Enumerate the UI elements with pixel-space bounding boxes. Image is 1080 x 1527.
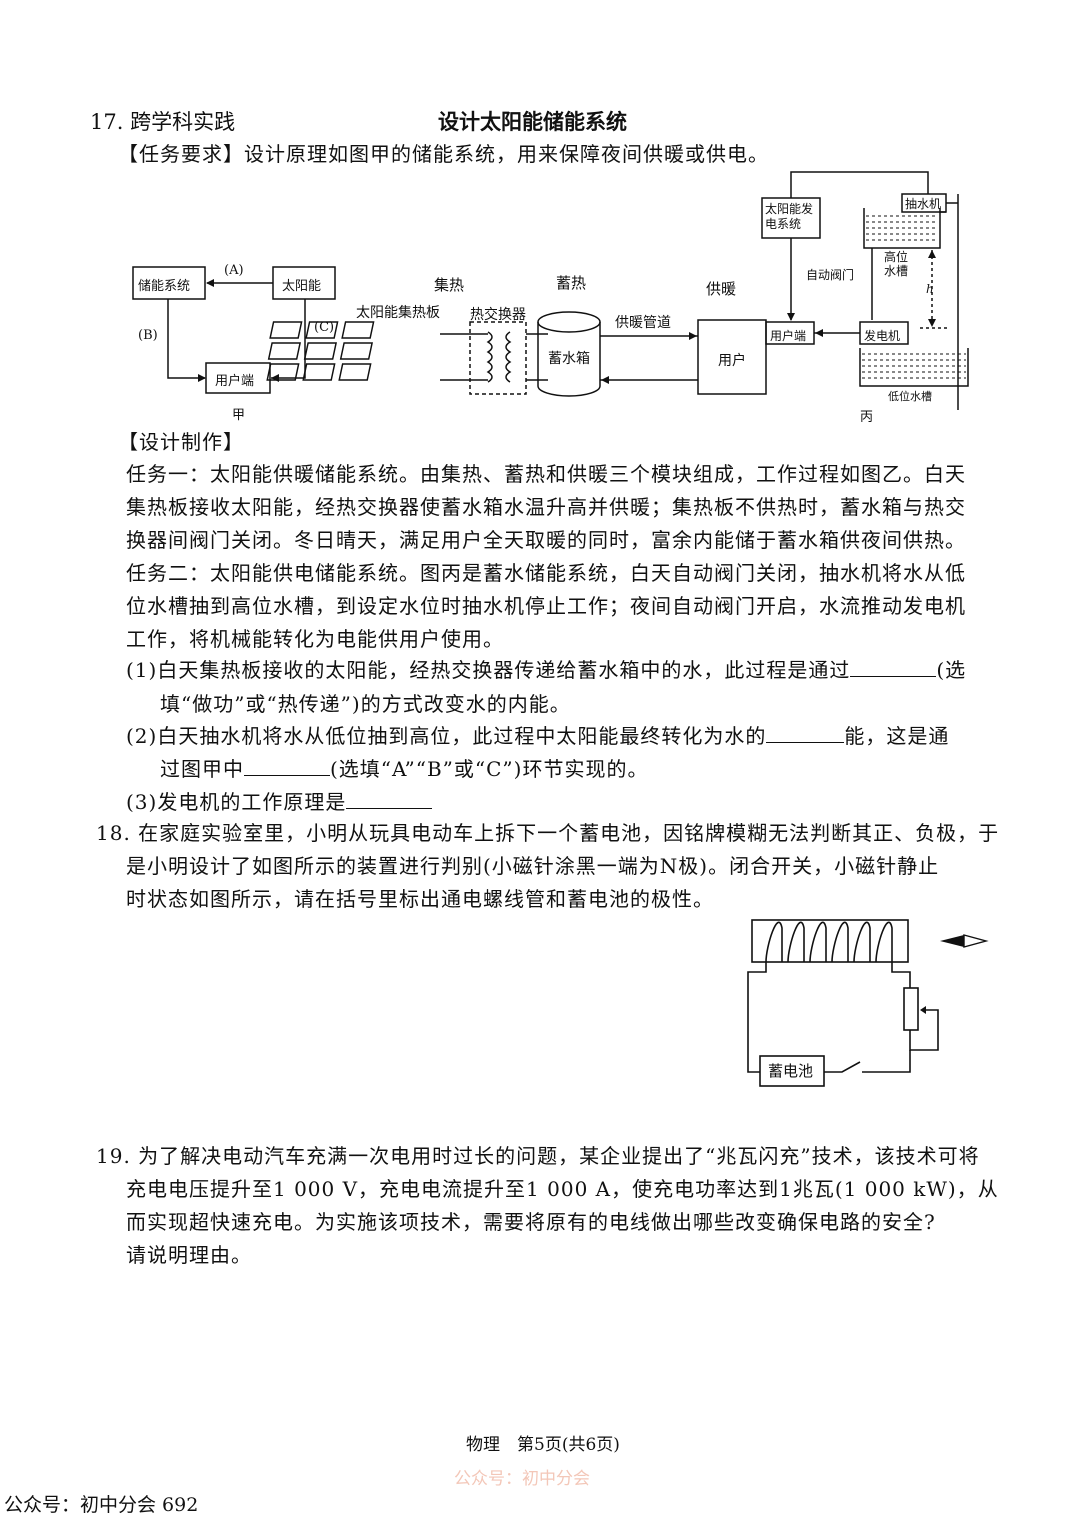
bing-pump-label: 抽水机 bbox=[905, 197, 942, 211]
jia-b-label: (B) bbox=[138, 328, 158, 343]
task1-line: 任务一：太阳能供暖储能系统。由集热、蓄热和供暖三个模块组成，工作过程如图乙。白天 bbox=[126, 462, 966, 486]
battery-label: 蓄电池 bbox=[768, 1062, 814, 1080]
yi-collect-label: 集热 bbox=[434, 276, 465, 294]
bing-high-tank-label: 高位水槽 bbox=[884, 250, 909, 278]
yi-coil-left bbox=[486, 331, 493, 383]
q17-topic: 设计太阳能储能系统 bbox=[438, 109, 627, 134]
q19-text: 19. 为了解决电动汽车充满一次电用时过长的问题，某企业提出了“兆瓦闪充”技术，… bbox=[96, 1140, 999, 1272]
bing-low-tank-label: 低位水槽 bbox=[888, 390, 932, 403]
q17-sub2-blank2[interactable] bbox=[244, 755, 330, 776]
q17-sub2-text2: 过图甲中 bbox=[160, 757, 244, 781]
jia-caption: 甲 bbox=[232, 408, 246, 423]
jia-arrow-c bbox=[271, 299, 306, 379]
gzh-caption: 公众号：初中分会 692 bbox=[4, 1494, 199, 1516]
q18-line: 是小明设计了如图所示的装置进行判别(小磁针涂黑一端为N极)。闭合开关，小磁针静止 bbox=[126, 854, 940, 878]
wire-slider bbox=[909, 1009, 939, 1051]
task2-line: 工作，将机械能转化为电能供用户使用。 bbox=[126, 627, 504, 651]
bing-line-gen-pump bbox=[790, 171, 929, 198]
q17-sub2-text: (2)白天抽水机将水从低位抽到高位，此过程中太阳能最终转化为水的 bbox=[126, 724, 767, 748]
yi-collector-panels bbox=[266, 321, 375, 381]
q17-sub1-text: (1)白天集热板接收的太阳能，经热交换器传递给蓄水箱中的水，此过程是通过 bbox=[126, 658, 851, 682]
q19-line: 充电电压提升至1 000 V，充电电流提升至1 000 A，使充电功率达到1兆瓦… bbox=[126, 1177, 999, 1201]
figure-arrowheads bbox=[198, 250, 936, 384]
yi-coil-right bbox=[505, 331, 512, 383]
q17-sub3-blank[interactable] bbox=[346, 788, 433, 809]
jia-sun-label: 太阳能 bbox=[282, 279, 322, 294]
q17-sub2-blank1[interactable] bbox=[766, 722, 845, 743]
battery-box bbox=[759, 1055, 825, 1087]
yi-tank-top bbox=[537, 311, 601, 333]
q19-line: 而实现超快速充电。为实施该项技术，需要将原有的电线做出哪些改变确保电路的安全? bbox=[126, 1210, 936, 1234]
q18-line: 18. 在家庭实验室里，小明从玩具电动车上拆下一个蓄电池，因铭牌模糊无法判断其正… bbox=[96, 821, 1000, 845]
jia-a-label: (A) bbox=[224, 263, 244, 278]
bing-solar-gen-label: 太阳能发电系统 bbox=[765, 202, 814, 231]
yi-user-box bbox=[697, 319, 767, 395]
q18-text: 18. 在家庭实验室里，小明从玩具电动车上拆下一个蓄电池，因铭牌模糊无法判断其正… bbox=[96, 817, 1000, 916]
wire-left bbox=[747, 962, 767, 1073]
wire-right-top bbox=[891, 962, 911, 988]
solenoid-core bbox=[751, 919, 909, 963]
yi-tank-label: 蓄水箱 bbox=[548, 351, 590, 367]
yi-tank-body bbox=[537, 322, 601, 397]
bing-user-label: 用户端 bbox=[770, 329, 807, 343]
task1-line: 集热板接收太阳能，经热交换器使蓄水箱水温升高并供暖；集热板不供热时，蓄水箱与热交 bbox=[126, 495, 966, 519]
q17-sub2-end: 能，这是通 bbox=[844, 724, 950, 748]
task1-line: 换器间阀门关闭。冬日晴天，满足用户全天取暖的同时，富余内能储于蓄水箱供夜间供热。 bbox=[126, 528, 966, 552]
q18-line: 时状态如图所示，请在括号里标出通电螺线管和蓄电池的极性。 bbox=[126, 887, 714, 911]
task1-block: 任务一：太阳能供暖储能系统。由集热、蓄热和供暖三个模块组成，工作过程如图乙。白天… bbox=[126, 458, 996, 656]
q17-sub2-line1: (2)白天抽水机将水从低位抽到高位，此过程中太阳能最终转化为水的 能，这是通 bbox=[126, 720, 949, 753]
bing-low-tank bbox=[859, 348, 969, 387]
q17-sub2-line2: 过图甲中 (选填“A”“B”或“C”)环节实现的。 bbox=[160, 753, 648, 786]
q17-sub1-line1: (1)白天集热板接收的太阳能，经热交换器传递给蓄水箱中的水，此过程是通过 (选 bbox=[126, 654, 966, 687]
bing-water-hatch bbox=[862, 215, 966, 379]
page-footer: 物理 第5页(共6页) bbox=[466, 1435, 620, 1455]
q17-sub3-text: (3)发电机的工作原理是 bbox=[126, 790, 347, 814]
bing-caption: 丙 bbox=[860, 410, 874, 425]
yi-pipe-label: 供暖管道 bbox=[615, 315, 671, 331]
rheostat bbox=[903, 987, 919, 1031]
footer-watermark: 公众号：初中分会 bbox=[454, 1469, 590, 1489]
switch bbox=[824, 1061, 861, 1073]
yi-exchanger-label: 热交换器 bbox=[470, 307, 526, 323]
yi-panel-label: 太阳能集热板 bbox=[356, 305, 440, 321]
compass-needle bbox=[940, 934, 989, 948]
yi-store-label: 蓄热 bbox=[556, 274, 587, 292]
q18-circuit bbox=[747, 919, 989, 1087]
bing-h-label: h bbox=[926, 282, 934, 296]
jia-c-label: (C) bbox=[314, 320, 335, 335]
q19-line: 19. 为了解决电动汽车充满一次电用时过长的问题，某企业提出了“兆瓦闪充”技术，… bbox=[96, 1144, 980, 1168]
task2-line: 任务二：太阳能供电储能系统。图丙是蓄水储能系统，白天自动阀门关闭，抽水机将水从低 bbox=[126, 561, 966, 585]
jia-storage-label: 储能系统 bbox=[138, 279, 191, 294]
q17-task-requirement: 【任务要求】设计原理如图甲的储能系统，用来保障夜间供暖或供电。 bbox=[118, 142, 769, 166]
jia-user-label: 用户端 bbox=[215, 374, 255, 389]
bing-valve-label: 自动阀门 bbox=[806, 268, 855, 282]
q17-sub1-end: (选 bbox=[936, 658, 967, 682]
q19-line: 请说明理由。 bbox=[126, 1243, 252, 1267]
yi-supply-label: 供暖 bbox=[706, 280, 737, 298]
jia-arrow-b bbox=[167, 299, 205, 379]
yi-user-label: 用户 bbox=[718, 353, 746, 369]
task2-line: 位水槽抽到高位水槽，到设定水位时抽水机停止工作；夜间自动阀门开启，水流推动发电机 bbox=[126, 594, 966, 618]
solenoid-coil bbox=[765, 921, 893, 963]
wire-right-bottom bbox=[886, 1050, 911, 1073]
q17-number-title: 17. 跨学科实践 bbox=[90, 110, 236, 134]
bing-high-tank bbox=[863, 208, 941, 249]
yi-heat-exchanger-box bbox=[469, 321, 527, 395]
bing-generator-label: 发电机 bbox=[864, 329, 901, 343]
q17-sub1-blank[interactable] bbox=[850, 656, 937, 677]
jia-storage-box bbox=[132, 266, 206, 300]
figures-svg bbox=[132, 171, 969, 410]
q17-sub2-text3: (选填“A”“B”或“C”)环节实现的。 bbox=[330, 757, 649, 781]
q17-sub1-line2: 填“做功”或“热传递”)的方式改变水的内能。 bbox=[160, 692, 571, 716]
design-heading: 【设计制作】 bbox=[118, 430, 244, 454]
q17-sub3-line: (3)发电机的工作原理是 bbox=[126, 786, 433, 819]
